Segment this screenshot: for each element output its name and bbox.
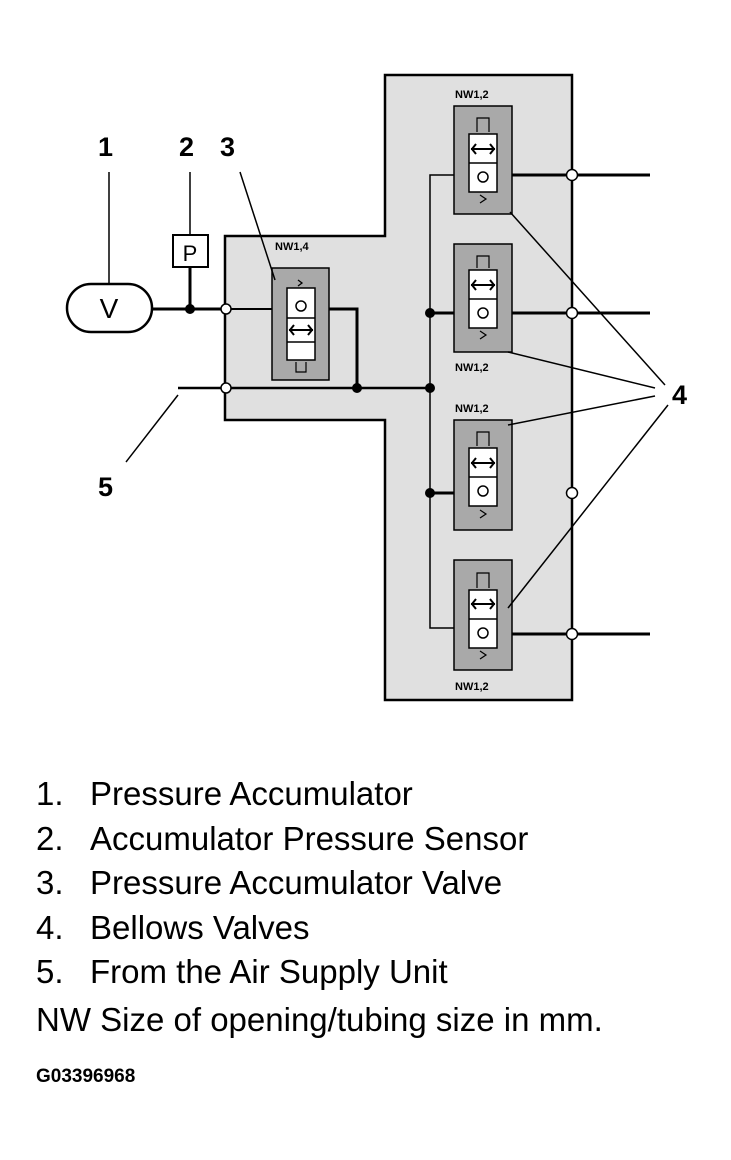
legend-number: 1. (36, 775, 64, 812)
legend-text: From the Air Supply Unit (90, 953, 448, 991)
accumulator-symbol: V (100, 293, 119, 324)
bellows-valve-3-size: NW1,2 (455, 403, 489, 415)
callout-1: 1 (98, 132, 113, 162)
legend-number: 2. (36, 819, 64, 857)
legend-number: 5. (36, 953, 64, 991)
legend-list: 1. Pressure Accumulator 2. Accumulator Pre… (36, 772, 528, 995)
legend-text: Pressure Accumulator (90, 775, 413, 812)
callout-4: 4 (672, 380, 687, 410)
junction-dots (185, 304, 435, 498)
legend-item: 2. Accumulator Pressure Sensor (36, 817, 528, 862)
legend-text: Accumulator Pressure Sensor (90, 819, 529, 857)
leader-lines (108, 171, 669, 609)
callout-3: 3 (220, 132, 235, 162)
bellows-valve-4-size: NW1,2 (455, 681, 489, 693)
sensor-symbol: P (183, 241, 198, 266)
figure-id: G03396968 (36, 1066, 136, 1087)
legend-text: Bellows Valves (90, 908, 310, 946)
callout-5: 5 (98, 472, 113, 502)
accumulator-valve (271, 267, 330, 381)
bellows-valve-1-size: NW1,2 (455, 89, 489, 101)
bellows-valve-1 (453, 105, 513, 215)
pneumatic-schematic: V P (65, 73, 687, 702)
bellows-valve-2 (453, 243, 513, 353)
port-circles (220, 168, 579, 641)
legend-item: 1. Pressure Accumulator (36, 772, 528, 817)
legend-item: 4. Bellows Valves (36, 906, 528, 951)
legend-item: 5. From the Air Supply Unit (36, 950, 528, 995)
legend-number: 3. (36, 864, 64, 902)
legend-item: 3. Pressure Accumulator Valve (36, 861, 528, 906)
bellows-valve-4 (453, 559, 513, 671)
callout-2: 2 (179, 132, 194, 162)
accumulator-valve-size: NW1,4 (275, 241, 310, 253)
bellows-valve-3 (453, 419, 513, 531)
bellows-valve-2-size: NW1,2 (455, 362, 489, 374)
size-note: NW Size of opening/tubing size in mm. (36, 1001, 603, 1038)
legend-number: 4. (36, 908, 64, 946)
legend-text: Pressure Accumulator Valve (90, 864, 503, 902)
